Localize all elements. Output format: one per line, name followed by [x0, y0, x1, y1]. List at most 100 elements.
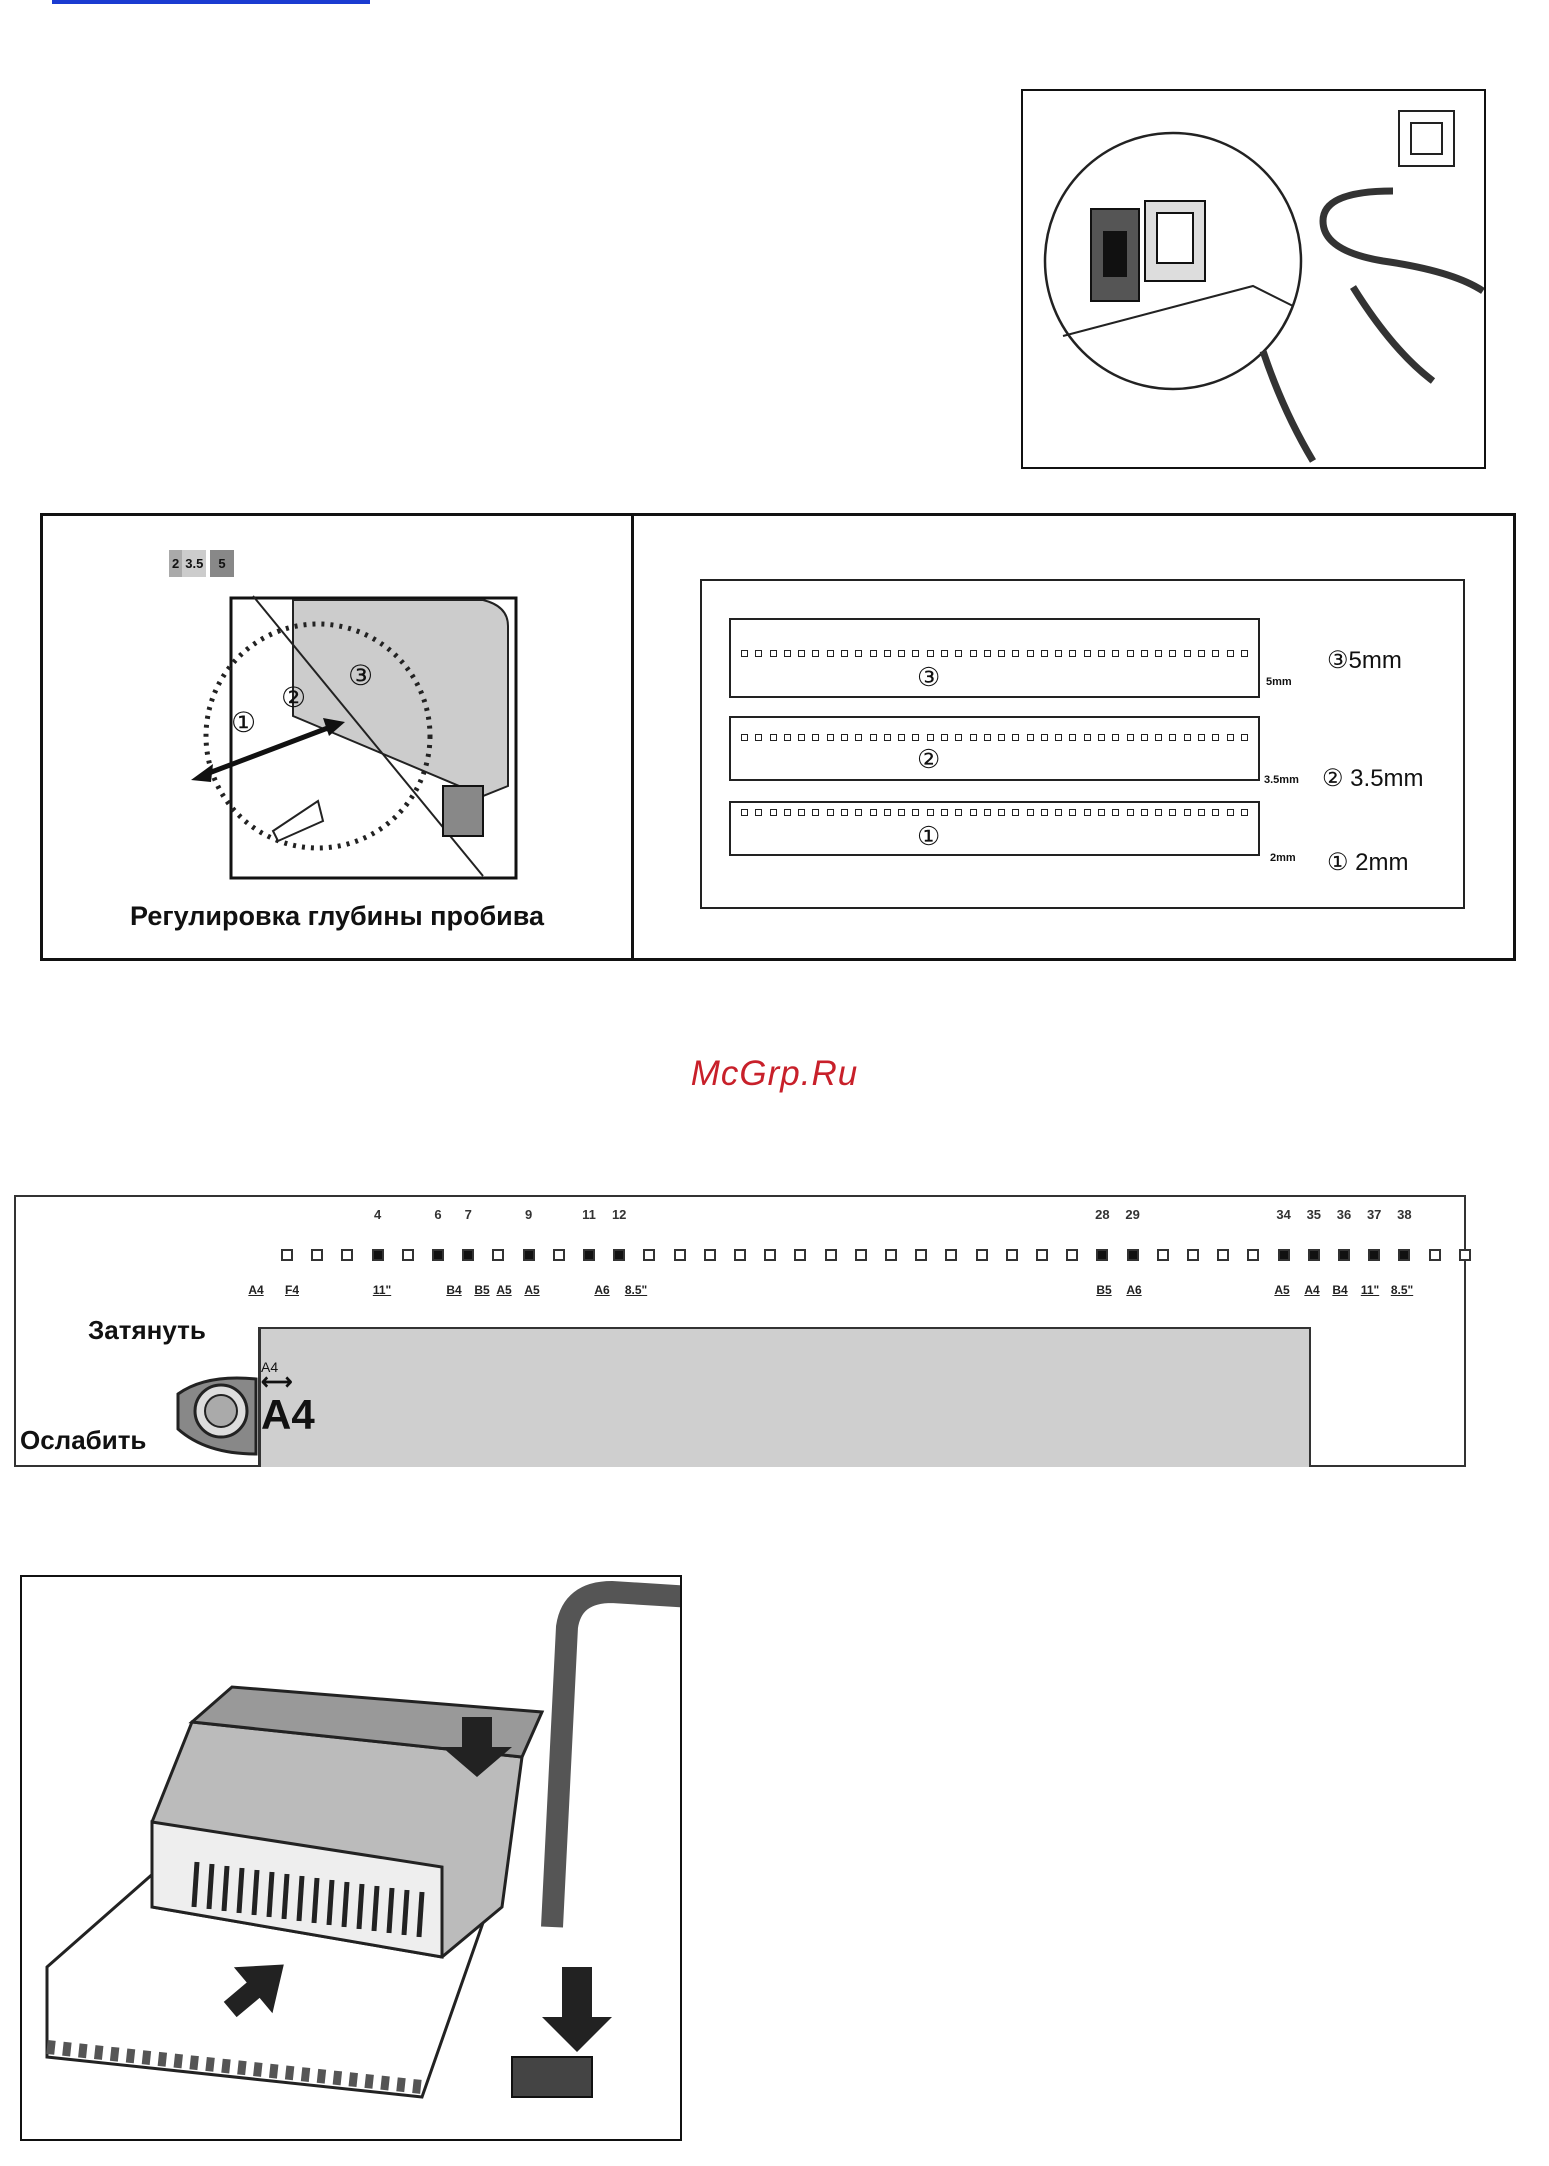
pin-hole — [884, 809, 891, 816]
paper-size-label: F4 — [272, 1283, 312, 1297]
guide-hole — [402, 1249, 414, 1261]
pin-hole — [1198, 734, 1205, 741]
big-size-label: A4 — [261, 1391, 315, 1439]
pin-hole — [841, 809, 848, 816]
pin-hole — [1084, 650, 1091, 657]
pin-hole — [970, 734, 977, 741]
pin-hole — [1027, 809, 1034, 816]
pin-hole — [770, 809, 777, 816]
hole-number: 28 — [1087, 1207, 1117, 1222]
guide-hole — [945, 1249, 957, 1261]
guide-hole — [462, 1249, 474, 1261]
binding-machine-figure — [20, 1575, 682, 2141]
pin-hole — [1084, 734, 1091, 741]
pin-hole — [955, 734, 962, 741]
pin-hole — [1169, 650, 1176, 657]
hole-number: 37 — [1359, 1207, 1389, 1222]
pin-hole — [884, 650, 891, 657]
pin-hole — [927, 734, 934, 741]
pin-hole — [827, 650, 834, 657]
guide-hole — [674, 1249, 686, 1261]
margin-label-2mm: ① 2mm — [1327, 848, 1409, 877]
pin-hole — [1127, 650, 1134, 657]
guide-hole — [523, 1249, 535, 1261]
pin-hole — [870, 734, 877, 741]
guide-hole — [734, 1249, 746, 1261]
pin-hole — [812, 734, 819, 741]
pin-hole — [1227, 650, 1234, 657]
guide-hole — [1157, 1249, 1169, 1261]
paper-size-guide: 4679111228293435363738A4F411"B4B5A5A5A68… — [14, 1195, 1466, 1467]
pin-hole — [741, 650, 748, 657]
pin-hole — [898, 650, 905, 657]
watermark: McGrp.Ru — [0, 1054, 1549, 1094]
pin-hole — [1212, 650, 1219, 657]
pin-hole — [755, 650, 762, 657]
pin-hole — [870, 650, 877, 657]
guide-hole — [311, 1249, 323, 1261]
pin-hole — [1055, 734, 1062, 741]
pin-hole — [1069, 809, 1076, 816]
pin-hole — [1141, 734, 1148, 741]
pin-hole — [984, 809, 991, 816]
pin-hole — [927, 809, 934, 816]
paper-sheet — [258, 1327, 1311, 1467]
scale-label-2: 2 — [169, 550, 182, 577]
pin-hole — [855, 650, 862, 657]
guide-hole — [432, 1249, 444, 1261]
guide-hole — [1066, 1249, 1078, 1261]
pin-hole — [898, 734, 905, 741]
pin-hole — [1127, 734, 1134, 741]
small-label-2mm: 2mm — [1270, 852, 1296, 864]
pin-hole — [855, 734, 862, 741]
guide-hole — [1096, 1249, 1108, 1261]
hole-number: 34 — [1269, 1207, 1299, 1222]
scale-label-3-5: 3.5 — [182, 550, 206, 577]
hole-number: 4 — [363, 1207, 393, 1222]
guide-hole — [855, 1249, 867, 1261]
depth-caption: Регулировка глубины пробива — [43, 901, 631, 932]
pin-hole — [784, 734, 791, 741]
pin-hole — [1012, 734, 1019, 741]
guide-hole — [1217, 1249, 1229, 1261]
pin-hole — [955, 650, 962, 657]
pin-hole — [1012, 650, 1019, 657]
pin-hole — [1027, 734, 1034, 741]
hole-number: 9 — [514, 1207, 544, 1222]
guide-hole — [915, 1249, 927, 1261]
guide-hole — [1187, 1249, 1199, 1261]
paper-size-label: A5 — [512, 1283, 552, 1297]
pin-hole — [1055, 809, 1062, 816]
pin-hole — [927, 650, 934, 657]
pin-hole — [741, 734, 748, 741]
hole-number: 12 — [604, 1207, 634, 1222]
pin-hole — [770, 734, 777, 741]
strip-marker: ① — [917, 821, 940, 852]
pin-hole — [955, 809, 962, 816]
pin-hole — [784, 809, 791, 816]
strip-holes — [741, 734, 1248, 741]
pin-hole — [998, 650, 1005, 657]
pin-hole — [984, 650, 991, 657]
pin-hole — [912, 650, 919, 657]
pin-hole — [1155, 650, 1162, 657]
pin-hole — [1098, 734, 1105, 741]
hole-number: 29 — [1118, 1207, 1148, 1222]
pin-hole — [1041, 734, 1048, 741]
paper-size-label: 8.5" — [616, 1283, 656, 1297]
pin-hole — [970, 650, 977, 657]
pin-hole — [912, 734, 919, 741]
hole-number: 35 — [1299, 1207, 1329, 1222]
pin-hole — [1184, 734, 1191, 741]
pin-hole — [1027, 650, 1034, 657]
pin-hole — [1212, 734, 1219, 741]
pin-hole — [1198, 809, 1205, 816]
pin-hole — [1241, 809, 1248, 816]
guide-hole — [372, 1249, 384, 1261]
pin-hole — [941, 650, 948, 657]
pin-hole — [1169, 809, 1176, 816]
hole-number: 6 — [423, 1207, 453, 1222]
pin-hole — [1012, 809, 1019, 816]
paper-size-label: 11" — [362, 1283, 402, 1297]
hole-number: 11 — [574, 1207, 604, 1222]
